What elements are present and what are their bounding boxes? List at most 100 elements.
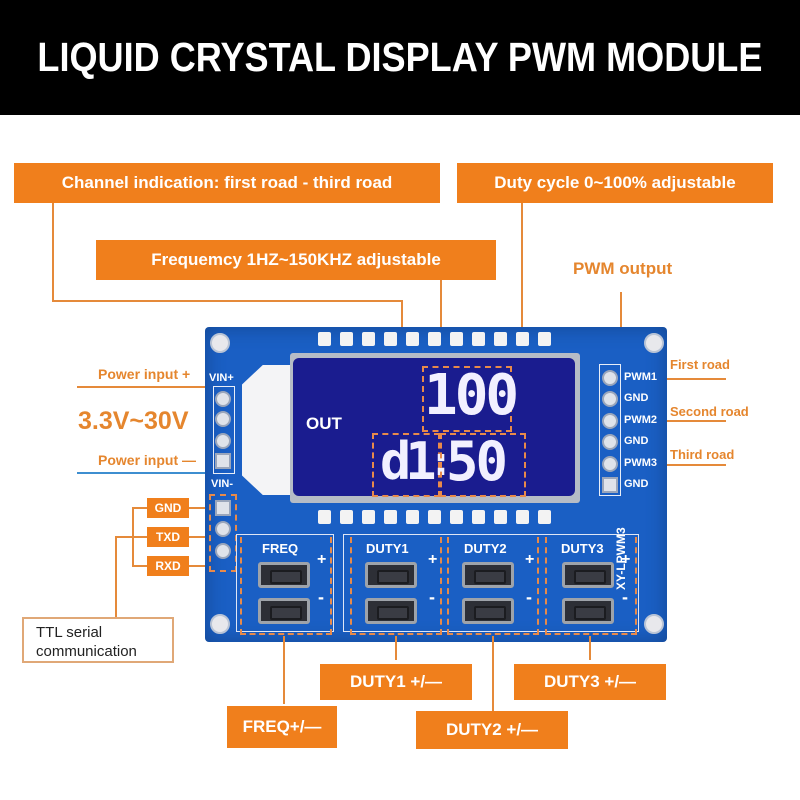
pin-gnd — [602, 391, 618, 407]
pin-label: PWM3 — [624, 457, 657, 469]
leader-line — [132, 565, 147, 567]
title-banner: LIQUID CRYSTAL DISPLAY PWM MODULE — [0, 0, 800, 115]
callout-duty-cycle: Duty cycle 0~100% adjustable — [457, 163, 773, 203]
pin-pwm3 — [602, 456, 618, 472]
duty3-minus-button[interactable] — [562, 598, 614, 624]
mount-hole — [644, 333, 664, 353]
smd-row-top — [318, 332, 658, 350]
pin-rxd — [215, 543, 231, 559]
freq-plus-button[interactable] — [258, 562, 310, 588]
callout-duty1-buttons: DUTY1 +/— — [320, 664, 472, 700]
serial-pin-box — [209, 494, 237, 572]
mount-hole — [644, 614, 664, 634]
label-freq: FREQ — [262, 541, 299, 556]
callout-txd: TXD — [147, 527, 189, 547]
duty1-plus-button[interactable] — [365, 562, 417, 588]
leader-line — [395, 636, 397, 660]
lcd-duty-box — [440, 433, 526, 497]
pin-gnd — [602, 477, 618, 493]
duty1-minus-button[interactable] — [365, 598, 417, 624]
callout-duty2-buttons: DUTY2 +/— — [416, 711, 568, 749]
pin-gnd — [215, 500, 231, 516]
button-area-freq — [236, 534, 334, 632]
pin-label: GND — [624, 435, 649, 447]
pin-pwm2 — [602, 413, 618, 429]
callout-rxd: RXD — [147, 556, 189, 576]
leader-line — [77, 472, 225, 474]
leader-line — [521, 203, 523, 433]
leader-line — [440, 280, 442, 370]
leader-line — [189, 536, 207, 538]
pin-label: GND — [624, 392, 649, 404]
lcd-bottom-value: 50 — [446, 430, 508, 493]
callout-freq-buttons: FREQ+/— — [227, 706, 337, 748]
leader-line — [115, 536, 117, 622]
lcd-channel-box — [372, 433, 440, 497]
leader-line — [52, 300, 402, 302]
pin-label: PWM1 — [624, 371, 657, 383]
callout-power-plus: Power input + — [98, 366, 191, 382]
lcd-screen — [293, 358, 575, 496]
label-duty2: DUTY2 — [464, 541, 507, 556]
leader-line — [666, 464, 726, 466]
banner-title: LIQUID CRYSTAL DISPLAY PWM MODULE — [37, 34, 763, 80]
leader-line — [589, 636, 591, 660]
smd-row-bottom — [318, 510, 658, 528]
pin-pwm1 — [602, 370, 618, 386]
lcd-ribbon — [242, 365, 294, 495]
lcd-channel: d1 — [380, 432, 437, 492]
leader-line — [666, 420, 726, 422]
leader-line — [115, 536, 147, 538]
group-freq-box — [240, 537, 332, 635]
pin-vin — [215, 433, 231, 449]
leader-line — [283, 636, 285, 704]
duty2-plus-button[interactable] — [462, 562, 514, 588]
duty2-minus-button[interactable] — [462, 598, 514, 624]
label-duty3: DUTY3 — [561, 541, 604, 556]
plus-label: + — [621, 551, 631, 568]
group-duty2-box — [447, 537, 539, 635]
pin-vin — [215, 411, 231, 427]
callout-second-road: Second road — [670, 404, 749, 419]
callout-duty3-buttons: DUTY3 +/— — [514, 664, 666, 700]
button-area-duty — [343, 534, 639, 632]
pin-gnd — [602, 434, 618, 450]
power-terminal — [213, 386, 235, 474]
lcd-out-label: OUT — [306, 414, 342, 433]
label-duty1: DUTY1 — [366, 541, 409, 556]
pin-vin — [215, 391, 231, 407]
pin-label: PWM2 — [624, 414, 657, 426]
pin-vin — [215, 453, 231, 469]
callout-channel: Channel indication: first road - third r… — [14, 163, 440, 203]
label-vin-plus: VIN+ — [209, 372, 234, 384]
lcd-top-value: 100 — [424, 363, 519, 428]
leader-line — [77, 386, 225, 388]
callout-voltage: 3.3V~30V — [78, 407, 189, 435]
leader-line — [132, 507, 147, 509]
minus-label: - — [429, 587, 435, 607]
leader-line — [666, 378, 726, 380]
pin-label: GND — [624, 478, 649, 490]
group-duty1-box — [350, 537, 442, 635]
callout-first-road: First road — [670, 357, 730, 372]
plus-label: + — [317, 551, 327, 568]
plus-label: + — [525, 551, 535, 568]
minus-label: - — [622, 587, 628, 607]
minus-label: - — [526, 587, 532, 607]
callout-gnd: GND — [147, 498, 189, 518]
callout-ttl-serial: TTL serial communication — [22, 617, 174, 663]
pwm-output-header — [599, 364, 621, 496]
mount-hole — [210, 614, 230, 634]
callout-frequency: Frequemcy 1HZ~150KHZ adjustable — [96, 240, 496, 280]
mount-hole — [210, 333, 230, 353]
label-vin-minus: VIN- — [211, 478, 233, 490]
freq-minus-button[interactable] — [258, 598, 310, 624]
duty3-plus-button[interactable] — [562, 562, 614, 588]
callout-power-minus: Power input — — [98, 452, 196, 468]
group-duty3-box — [545, 537, 637, 635]
callout-third-road: Third road — [670, 447, 735, 462]
leader-line — [189, 507, 217, 509]
leader-line — [492, 636, 494, 712]
pin-txd — [215, 521, 231, 537]
lcd-frequency-box — [422, 366, 512, 432]
